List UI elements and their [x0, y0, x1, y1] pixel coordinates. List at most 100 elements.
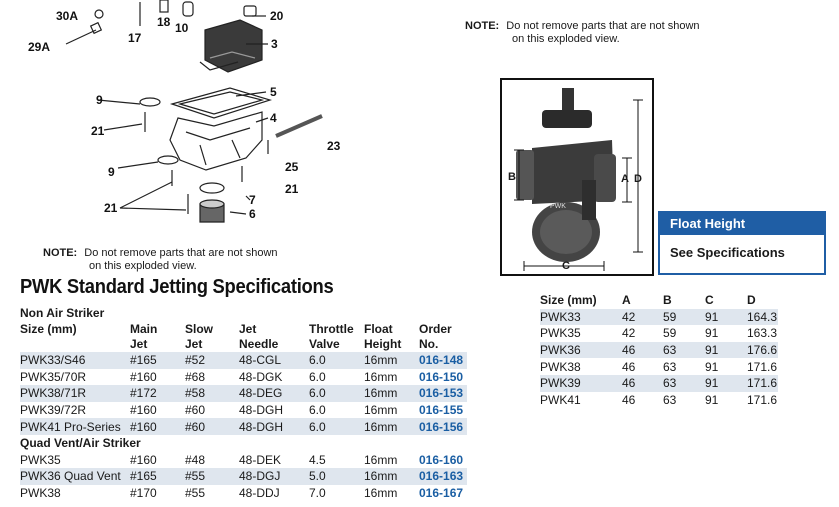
cell-order: 016-155: [419, 403, 464, 418]
cell-d: 176.6: [747, 341, 778, 359]
page-title: PWK Standard Jetting Specifications: [20, 276, 334, 298]
cell-c: 91: [705, 341, 747, 359]
cell-d: 163.3: [747, 326, 778, 341]
cell-order: 016-150: [419, 369, 464, 384]
callout-20: 20: [270, 9, 284, 23]
cell-size: PWK39/72R: [20, 403, 87, 418]
cell-needle: 48-DGH: [239, 403, 284, 418]
cell-size: PWK33/S46: [20, 352, 130, 369]
cell-slow: #60: [185, 403, 206, 418]
cell-a: 46: [622, 341, 663, 359]
cell-order: 016-148: [419, 352, 467, 369]
cell-needle: 48-DGK: [239, 369, 283, 384]
callout-5: 5: [270, 85, 277, 99]
cell-order: 016-156: [419, 418, 467, 435]
cell-size: PWK35: [540, 326, 581, 341]
cell-main: #160: [130, 452, 157, 467]
cell-height: 16mm: [364, 369, 398, 384]
cell-height: 16mm: [364, 486, 398, 501]
dimensions-header-row: Size (mm) A B C D: [540, 292, 778, 309]
cell-d: 171.6: [747, 392, 778, 407]
callout-9-upper: 9: [96, 93, 103, 107]
cell-a: 46: [622, 374, 663, 392]
exploded-view-diagram: 30A 29A 17 18 10 20 3 9 21 5 4 23 9 25 2…: [0, 0, 360, 230]
cell-size: PWK41 Pro-Series: [20, 418, 130, 435]
note-right-line2: on this exploded view.: [512, 33, 620, 45]
cell-needle: 48-DDJ: [239, 486, 280, 501]
cell-c: 91: [705, 392, 719, 407]
cell-slow: #55: [185, 468, 239, 485]
cell-b: 63: [663, 341, 705, 359]
callout-18: 18: [157, 15, 171, 29]
header-a: A: [622, 293, 631, 308]
carburetor-photo-frame: PWK A D B C: [500, 78, 654, 276]
cell-needle: 48-DEK: [239, 452, 282, 467]
cell-height: 16mm: [364, 352, 419, 369]
cell-size: PWK38/71R: [20, 385, 130, 402]
carburetor-dimension-drawing: PWK: [514, 88, 643, 271]
cell-order: 016-153: [419, 385, 467, 402]
note-left: NOTE: Do not remove parts that are not s…: [43, 247, 278, 273]
cell-main: #165: [130, 352, 185, 369]
header-size: Size (mm): [20, 322, 77, 336]
cell-b: 59: [663, 326, 677, 341]
cell-c: 91: [705, 374, 747, 392]
callout-29a: 29A: [28, 40, 51, 54]
callout-25: 25: [285, 160, 299, 174]
note-right-line1: Do not remove parts that are not shown: [506, 20, 700, 32]
cell-size: PWK36 Quad Vent: [20, 468, 130, 485]
cell-size: PWK39: [540, 374, 622, 392]
section-non-air-striker: Non Air Striker: [20, 306, 105, 320]
callout-17: 17: [128, 31, 142, 45]
cell-a: 42: [622, 308, 663, 326]
note-right-label: NOTE:: [465, 20, 500, 32]
callout-21-lower: 21: [104, 201, 118, 215]
carburetor-parts-drawing: [65, 0, 323, 223]
cell-valve: 6.0: [309, 352, 364, 369]
header-c: C: [705, 293, 714, 308]
cell-order: 016-163: [419, 468, 467, 485]
cell-size: PWK35: [20, 452, 61, 467]
cell-a: 46: [622, 392, 636, 407]
cell-height: 16mm: [364, 418, 419, 435]
note-left-line2: on this exploded view.: [89, 260, 197, 272]
cell-order: 016-160: [419, 452, 464, 467]
note-left-label: NOTE:: [43, 247, 78, 259]
callout-10: 10: [175, 21, 189, 35]
cell-d: 171.6: [747, 359, 778, 374]
cell-main: #172: [130, 385, 185, 402]
cell-height: 16mm: [364, 452, 398, 467]
cell-size: PWK36: [540, 341, 622, 359]
svg-text:PWK: PWK: [550, 203, 566, 210]
cell-height: 16mm: [364, 468, 419, 485]
callout-3: 3: [271, 37, 278, 51]
cell-slow: #58: [185, 385, 239, 402]
callout-23: 23: [327, 139, 341, 153]
callout-6: 6: [249, 207, 256, 221]
cell-main: #160: [130, 418, 185, 435]
dimension-label-b: B: [508, 171, 516, 183]
cell-main: #165: [130, 468, 185, 485]
table-row: PWK39/72R #160 #60 48-DGH 6.0 16mm 016-155: [20, 402, 467, 419]
header-size: Size (mm): [540, 293, 597, 308]
cell-main: #160: [130, 369, 157, 384]
cell-valve: 6.0: [309, 403, 326, 418]
cell-height: 16mm: [364, 403, 398, 418]
dimension-label-d: D: [634, 173, 642, 185]
cell-main: #160: [130, 403, 157, 418]
cell-c: 91: [705, 326, 719, 341]
